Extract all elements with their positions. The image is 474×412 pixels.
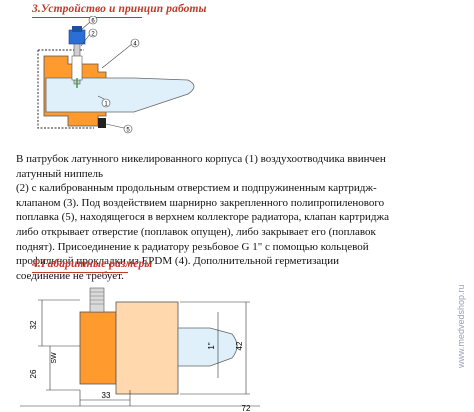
cross-section-diagram: 6 2 4 1 5 (37, 16, 195, 134)
body-outline (79, 311, 117, 385)
description-line-3: (2) с калиброванным продольным отверстие… (16, 182, 377, 195)
section-3-heading: 3.Устройство и принцип работы (32, 3, 207, 18)
heading-underline (32, 272, 128, 273)
cap-top (72, 26, 82, 32)
radiator-wall-outline (37, 49, 94, 129)
callout-1: 1 (104, 102, 108, 108)
description-line-4: клапаном (3). Под воздействием шарнирно … (16, 196, 385, 209)
cartridge-valve (71, 55, 83, 81)
section-4-heading: 4.Габаритные размеры (32, 258, 153, 273)
description-line-6: либо открывает отверстие (поплавок опуще… (16, 225, 376, 238)
epdm-gasket (98, 118, 106, 128)
watermark: www.medvedshop.ru (456, 284, 466, 368)
callout-2: 2 (91, 32, 95, 38)
heading-underline (32, 17, 142, 18)
callout-labels: 6 2 4 1 5 (88, 16, 140, 134)
description-line-5: поплавка (5), находящегося в верхнем кол… (16, 211, 389, 224)
description-text: В патрубок латунного никелированного кор… (16, 152, 389, 283)
callout-6: 6 (91, 19, 95, 25)
dim-1-inch: 1" (207, 342, 216, 349)
float-outline (177, 327, 238, 367)
float (45, 77, 195, 113)
threaded-connection (115, 301, 179, 395)
description-line-7: поднят). Присоединение к радиатору резьб… (16, 240, 369, 253)
section-3-title: 3.Устройство и принцип работы (32, 3, 207, 15)
dim-72: 72 (242, 404, 251, 412)
description-line-2: латунный ниппель (16, 167, 103, 180)
description-line-1: В патрубок латунного никелированного кор… (16, 153, 386, 165)
cap (68, 29, 86, 45)
dimension-drawing: 32 26 SW 1" 42 33 72 (20, 287, 260, 412)
dim-42: 42 (235, 341, 244, 350)
callout-5: 5 (126, 128, 130, 134)
dim-sw: SW (51, 352, 58, 364)
callout-4: 4 (133, 42, 137, 48)
section-4-title: 4.Габаритные размеры (32, 258, 153, 270)
dim-26: 26 (29, 369, 38, 378)
dim-32: 32 (29, 320, 38, 329)
dim-33: 33 (102, 391, 111, 400)
description-line-8: профильной прокладки из EPDM (4). Дополн… (16, 255, 339, 268)
